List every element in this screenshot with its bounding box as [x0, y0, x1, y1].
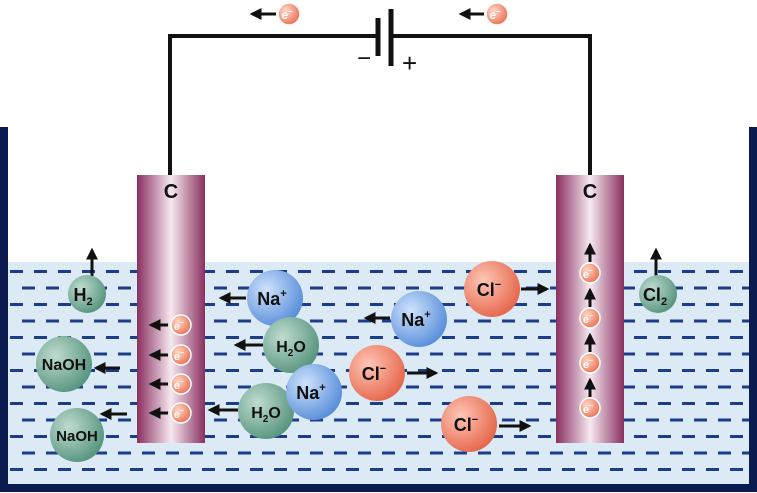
- water-molecule: H2O: [207, 383, 294, 439]
- svg-text:e−: e−: [583, 313, 593, 326]
- battery: − +: [357, 9, 417, 78]
- chloride-ion: Cl−: [464, 261, 550, 317]
- cathode-electron: e−: [148, 373, 192, 395]
- svg-text:e−: e−: [583, 358, 593, 371]
- naoh-molecule: NaOH: [50, 408, 127, 462]
- sodium-ion: Na+: [363, 291, 447, 347]
- svg-text:e−: e−: [174, 408, 184, 421]
- svg-text:Cl−: Cl−: [362, 363, 386, 384]
- battery-minus-label: −: [357, 45, 371, 72]
- cathode-electron: e−: [148, 344, 192, 366]
- cathode-electrode: C: [137, 175, 205, 443]
- svg-text:Na+: Na+: [257, 288, 286, 309]
- cathode-electron: e−: [148, 314, 192, 336]
- svg-text:Cl2: Cl2: [643, 285, 667, 308]
- svg-text:e−: e−: [281, 7, 293, 22]
- svg-text:Na+: Na+: [401, 309, 430, 330]
- svg-text:Cl−: Cl−: [454, 414, 478, 435]
- anode-electrons: e− e− e− e−: [579, 242, 601, 419]
- sodium-ion: Na+: [286, 364, 342, 420]
- wire-electron-right: e−: [458, 2, 509, 26]
- anode-electron: e−: [579, 287, 601, 329]
- svg-text:H2O: H2O: [251, 405, 281, 425]
- anode-electron: e−: [579, 332, 601, 374]
- sodium-ion: Na+: [218, 270, 303, 326]
- svg-text:Na+: Na+: [296, 382, 325, 403]
- svg-text:H2O: H2O: [276, 339, 306, 359]
- svg-text:e−: e−: [583, 268, 593, 281]
- svg-text:H2: H2: [73, 285, 92, 308]
- svg-text:e−: e−: [174, 320, 184, 333]
- anode-electron: e−: [579, 377, 601, 419]
- svg-text:NaOH: NaOH: [56, 428, 98, 445]
- cathode-electrons: e− e− e− e−: [148, 314, 192, 424]
- naoh-molecule: NaOH: [36, 336, 120, 392]
- wire-left: [168, 34, 378, 175]
- hydrogen-gas-molecule: H2: [68, 247, 106, 313]
- battery-plus-label: +: [402, 48, 417, 78]
- svg-text:e−: e−: [174, 379, 184, 392]
- wire-right: [391, 34, 592, 175]
- wire-electron-left: e−: [249, 2, 301, 26]
- tank-wall: [0, 127, 757, 492]
- anode-label: C: [583, 181, 597, 203]
- svg-text:e−: e−: [174, 350, 184, 363]
- chloride-ion: Cl−: [349, 345, 439, 401]
- chlorine-gas-molecule: Cl2: [639, 247, 677, 313]
- svg-text:e−: e−: [583, 403, 593, 416]
- anode-electron: e−: [579, 242, 601, 284]
- svg-text:e−: e−: [489, 7, 501, 22]
- water-molecule: H2O: [233, 317, 319, 373]
- cathode-electron: e−: [148, 402, 192, 424]
- chloride-ion: Cl−: [441, 396, 532, 452]
- cathode-label: C: [164, 181, 178, 203]
- svg-text:NaOH: NaOH: [42, 357, 86, 374]
- svg-text:Cl−: Cl−: [477, 279, 501, 300]
